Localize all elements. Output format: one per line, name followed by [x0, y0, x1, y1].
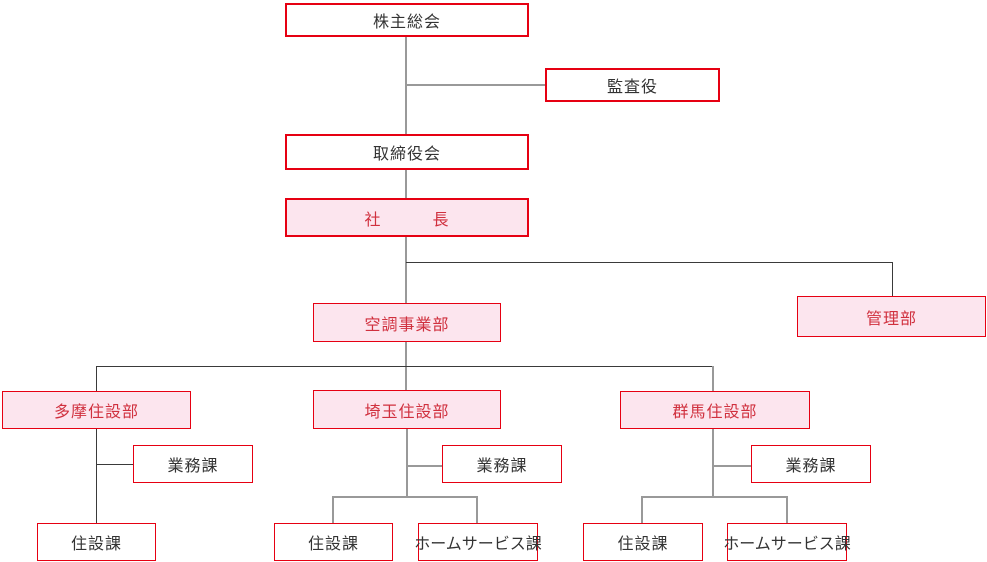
node-gunma-gyomu-section: 業務課: [751, 445, 871, 483]
node-tama-gyomu-section: 業務課: [133, 445, 253, 483]
connector-line: [406, 429, 408, 497]
node-saitama-gyomu-section: 業務課: [442, 445, 562, 483]
connector-line: [712, 366, 714, 391]
connector-line: [405, 170, 407, 198]
node-gunma-home-service-section: ホームサービス課: [723, 523, 851, 561]
node-hvac-division: 空調事業部: [313, 303, 501, 342]
node-tama-jusetsu-section: 住設課: [37, 523, 156, 561]
node-saitama-jusetsu-section: 住設課: [274, 523, 393, 561]
node-shareholders-meeting: 株主総会: [285, 3, 529, 37]
connector-line: [96, 464, 133, 465]
node-gunma-housing-dept: 群馬住設部: [620, 391, 810, 429]
connector-line: [641, 496, 643, 523]
connector-line: [713, 465, 751, 467]
connector-line: [712, 429, 714, 497]
connector-line: [406, 84, 545, 86]
connector-line: [96, 366, 713, 367]
connector-line: [641, 496, 788, 498]
node-auditor: 監査役: [545, 68, 720, 102]
connector-line: [476, 496, 478, 523]
connector-line: [96, 429, 97, 523]
connector-line: [407, 465, 442, 467]
node-president: 社 長: [285, 198, 529, 237]
connector-line: [332, 496, 334, 523]
connector-line: [405, 237, 407, 303]
node-gunma-jusetsu-section: 住設課: [583, 523, 703, 561]
connector-line: [332, 496, 478, 498]
node-saitama-housing-dept: 埼玉住設部: [313, 390, 501, 429]
node-board-of-directors: 取締役会: [285, 134, 529, 170]
connector-line: [406, 262, 893, 263]
connector-line: [892, 262, 893, 296]
node-tama-housing-dept: 多摩住設部: [2, 391, 191, 429]
node-saitama-home-service-section: ホームサービス課: [414, 523, 542, 561]
connector-line: [786, 496, 788, 523]
connector-line: [96, 366, 97, 391]
node-admin-department: 管理部: [797, 296, 986, 337]
